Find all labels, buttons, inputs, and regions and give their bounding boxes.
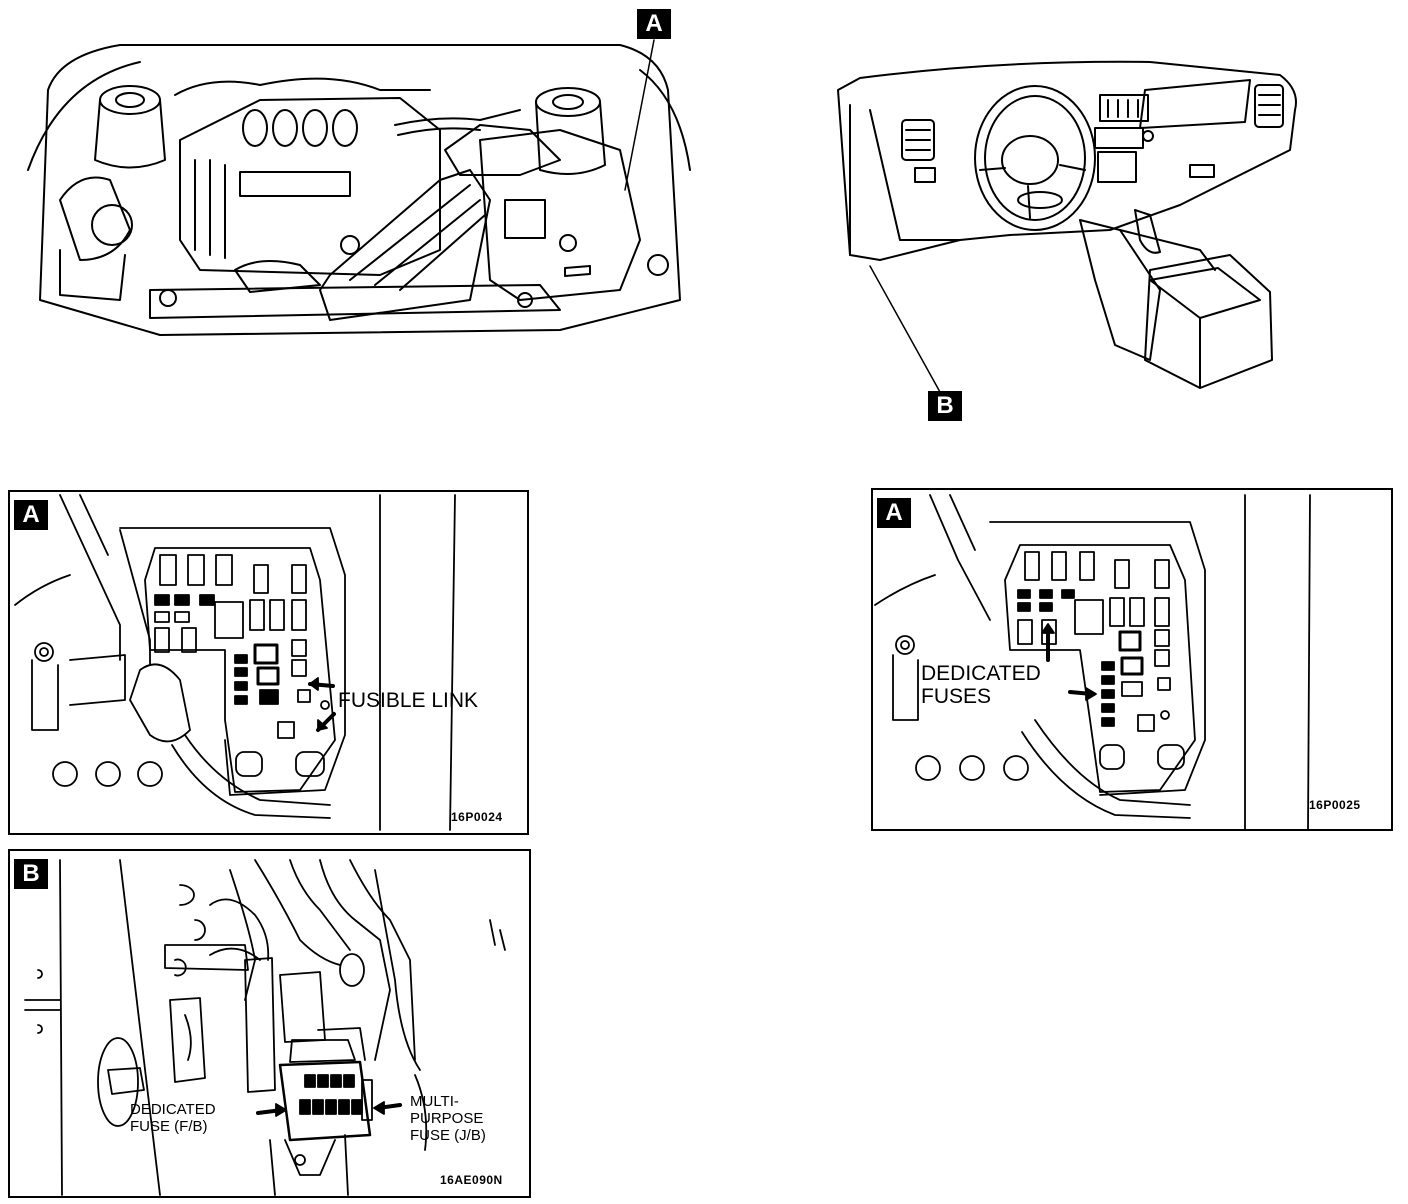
fusible-link-panel: A FUSIBLE LINK 16P0024 (8, 490, 529, 835)
panel-a-badge: A (877, 498, 911, 528)
fusible-link-label: FUSIBLE LINK (338, 689, 479, 712)
fusible-link-panel-drawing (14, 494, 456, 831)
multi-purpose-fuse-jb-label-line3: FUSE (J/B) (410, 1127, 486, 1144)
dedicated-fuses-label-line2: FUSES (921, 685, 992, 708)
figure-code: 16P0024 (451, 810, 503, 824)
multi-purpose-fuse-jb-label-line2: PURPOSE (410, 1110, 484, 1127)
panel-a-badge: A (14, 500, 48, 530)
dedicated-fuse-fb-label-line2: FUSE (F/B) (130, 1118, 208, 1135)
dashboard-drawing (837, 60, 1297, 393)
dedicated-fuses-label-line1: DEDICATED (921, 662, 1041, 685)
figure-code: 16P0025 (1309, 798, 1361, 812)
interior-fuse-panel: B DEDICATED FUSE (F/B) MULTI- PURPOSE FU… (8, 849, 531, 1198)
figure-code: 16AE090N (440, 1173, 503, 1187)
engine-bay-drawing (27, 39, 691, 336)
multi-purpose-fuse-jb-label-line1: MULTI- (410, 1093, 459, 1110)
dedicated-fuse-fb-label-line1: DEDICATED (130, 1101, 216, 1118)
dedicated-fuses-panel-drawing (874, 494, 1311, 831)
dashboard-callout-badge: B (928, 391, 962, 421)
dedicated-fuses-panel: A DEDICATED FUSES 16P0025 (871, 488, 1393, 831)
panel-b-badge: B (14, 859, 48, 889)
engine-bay-callout-badge: A (637, 9, 671, 39)
interior-panel-drawing (24, 859, 506, 1196)
